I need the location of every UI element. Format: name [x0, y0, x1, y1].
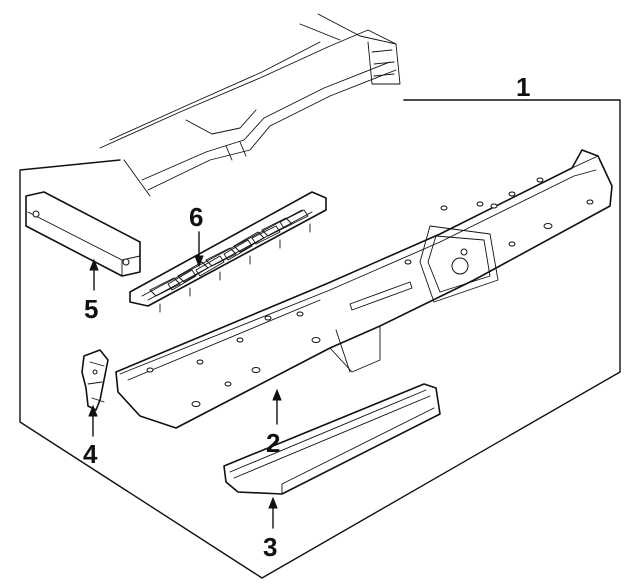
callout-6: 6 [189, 202, 203, 232]
part-6-step-pad [129, 191, 327, 313]
callout-4: 4 [83, 439, 98, 469]
part-5-mounting-bar [25, 191, 141, 277]
step-pad-ribs [149, 209, 309, 297]
vehicle-frame [99, 13, 401, 197]
assembly-outline [19, 99, 621, 579]
part-2-rear-bumper [115, 149, 613, 429]
callout-1: 1 [516, 72, 530, 102]
callout-2: 2 [266, 428, 280, 458]
leader-lines [88, 99, 527, 529]
part-3-bumper-pad [223, 383, 441, 495]
part-4-bracket [81, 349, 109, 411]
callout-5: 5 [84, 294, 98, 324]
bumper-mounting-holes [146, 177, 594, 407]
callout-3: 3 [263, 532, 277, 562]
